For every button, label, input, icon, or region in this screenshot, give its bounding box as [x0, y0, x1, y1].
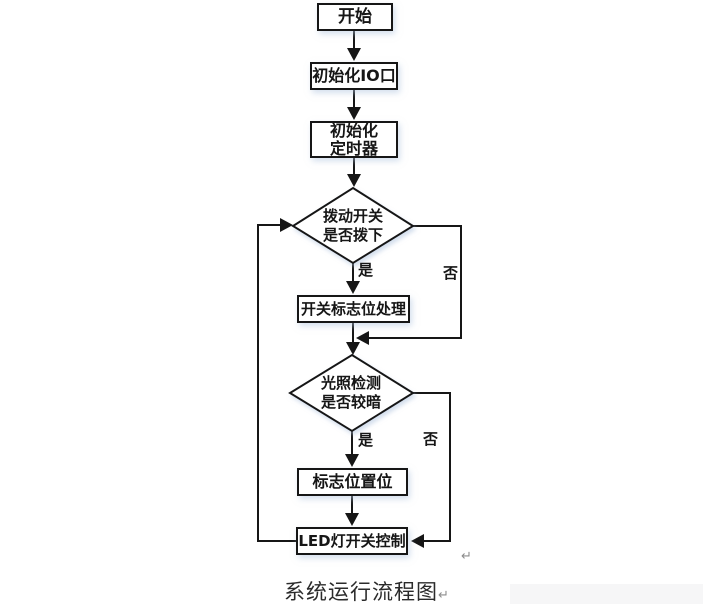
init-io-node: 初始化IO口 [310, 62, 398, 90]
arrowheads [280, 48, 424, 548]
arrowhead-down-icon [346, 281, 360, 294]
led-control-node: LED灯开关控制 [296, 527, 408, 555]
light-decision-diamond [288, 353, 415, 433]
light-yes-label: 是 [358, 431, 374, 449]
init-timer-node-line1: 初始化 [329, 120, 378, 140]
flag-set-node: 标志位置位 [297, 468, 408, 496]
paragraph-mark-icon: ↵ [438, 588, 449, 603]
switch-decision-diamond [291, 186, 415, 265]
arrowhead-down-icon [346, 342, 360, 355]
arrowhead-left-icon [356, 331, 369, 345]
arrowhead-right-icon [280, 218, 293, 232]
scan-artifact-block [510, 584, 703, 604]
light-no-label: 否 [423, 430, 439, 448]
led-control-node-label: LED灯开关控制 [298, 531, 406, 550]
arrowhead-down-icon [347, 48, 361, 61]
init-io-node-label: 初始化IO口 [312, 66, 396, 86]
start-node-label: 开始 [338, 6, 372, 27]
flag-set-node-label: 标志位置位 [312, 472, 393, 492]
init-timer-node-line2: 定时器 [329, 138, 378, 158]
start-node: 开始 [317, 3, 393, 31]
arrowhead-down-icon [347, 174, 361, 187]
edge-led-loopback [257, 224, 296, 542]
switch-no-label: 否 [443, 264, 459, 282]
arrowhead-down-icon [345, 454, 359, 467]
init-timer-node: 初始化 定时器 [310, 121, 398, 158]
arrowhead-down-icon [345, 513, 359, 526]
figure-caption: 系统运行流程图 [284, 580, 438, 604]
arrowhead-left-icon [411, 534, 424, 548]
switch-flag-process-label: 开关标志位处理 [300, 299, 406, 318]
switch-flag-process-node: 开关标志位处理 [297, 295, 410, 323]
edge-light-no-loop [413, 392, 451, 542]
edge-switch-no-loop [368, 225, 462, 339]
connector-lines [257, 31, 462, 542]
figure-caption-row: 系统运行流程图↵ [284, 576, 449, 606]
arrowhead-down-icon [347, 107, 361, 120]
paragraph-mark-icon: ↵ [461, 549, 472, 564]
switch-yes-label: 是 [358, 261, 374, 279]
